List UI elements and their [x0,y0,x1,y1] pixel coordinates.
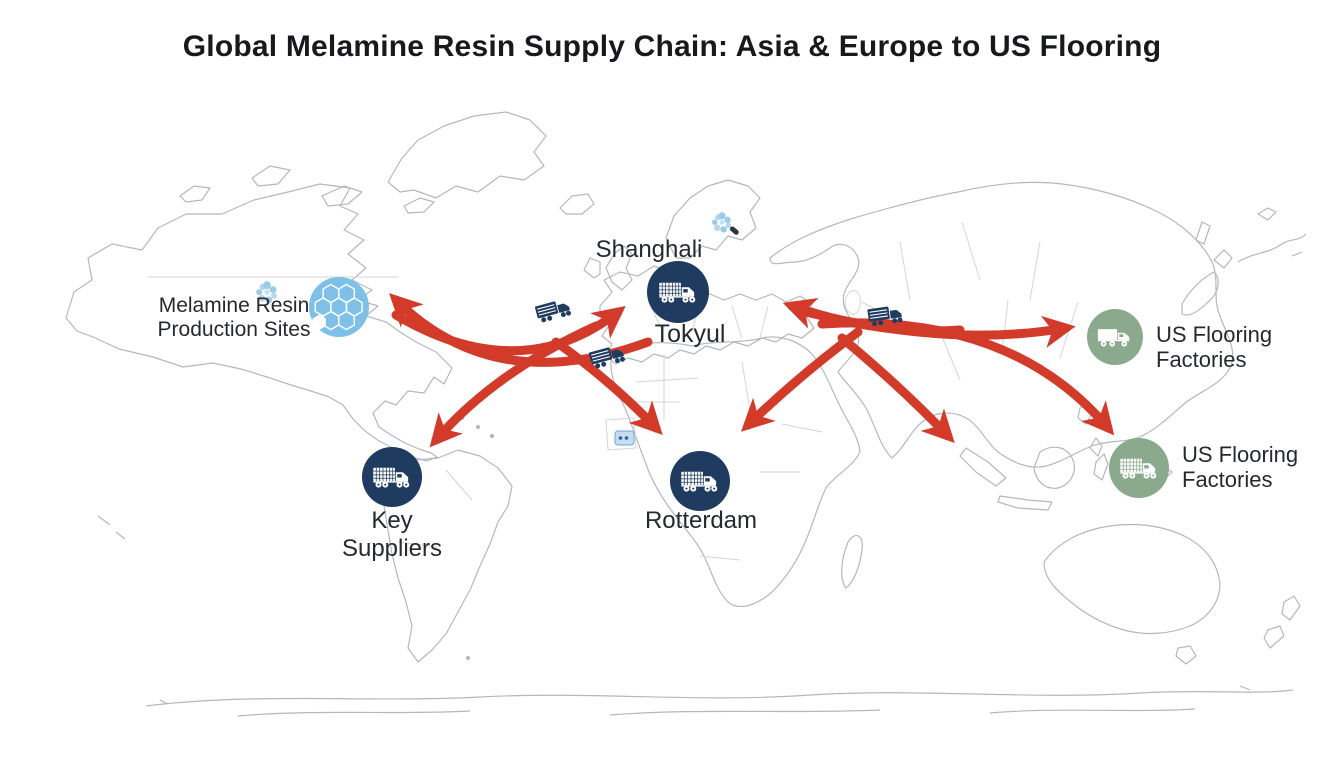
map-caribbean-dot [489,433,495,439]
tokyo-label: Tokyul [654,320,726,348]
map-asia [769,181,1234,468]
map-falkland-dot [465,655,471,661]
node-rotterdam [670,451,730,511]
map-antarctica [145,685,1294,717]
map-australia [1043,523,1221,665]
key-suppliers-label: Key Suppliers [341,507,443,562]
map-north-america [65,183,453,462]
flow-arrows [389,293,1115,448]
map-caribbean-dot [475,424,481,430]
map-new-zealand [1263,595,1301,649]
node-key-suppliers [362,447,422,507]
node-us-flooring-north [1087,309,1143,365]
pill-mark-icon [729,226,739,235]
world-map-outline [65,111,1307,717]
diagram-title: Global Melamine Resin Supply Chain: Asia… [182,30,1162,63]
production-sites-label-line2: Production Sites [157,318,311,341]
map-madagascar [841,534,863,589]
map-greenland [387,111,547,199]
flow-arrow-to-rotterdam-east [740,327,863,432]
map-arctic-islands [179,165,435,214]
node-europe-hub [647,261,709,323]
map-africa [610,336,861,607]
flow-arrow-to-rotterdam-west [551,337,663,436]
flow-arrow-to-us-flooring-south [817,318,1115,436]
flow-arrow-to-southeast-asia [837,333,955,444]
production-sites-label-line1: Melamine Resin [158,294,310,317]
us-flooring-south-label-line1: US Flooring [1182,442,1299,467]
cargo-truck-icon [534,297,573,325]
us-flooring-north-label-line1: US Flooring [1156,322,1273,347]
map-ne-russia-coast [1237,207,1307,263]
us-flooring-south-label-line2: Factories [1182,467,1273,492]
shanghai-label: Shanghali [595,236,703,263]
node-us-flooring-south [1109,438,1169,498]
us-flooring-south-label: US Flooring Factories [1182,442,1298,492]
map-british-isles [583,245,633,291]
map-iceland [559,193,595,215]
map-japan [1181,221,1233,316]
map-south-america [383,449,513,663]
us-flooring-north-label: US Flooring Factories [1156,322,1272,372]
us-flooring-north-label-line2: Factories [1156,347,1247,372]
map-indonesia [959,446,1173,511]
flow-arrow-to-key-suppliers [429,321,601,448]
rotterdam-label: Rotterdam [644,507,758,534]
map-misc-marks [97,515,126,540]
node-production-sites [309,277,369,337]
flag-badge-icon [614,430,635,446]
production-sites-label: Melamine Resin Production Sites [156,294,312,342]
